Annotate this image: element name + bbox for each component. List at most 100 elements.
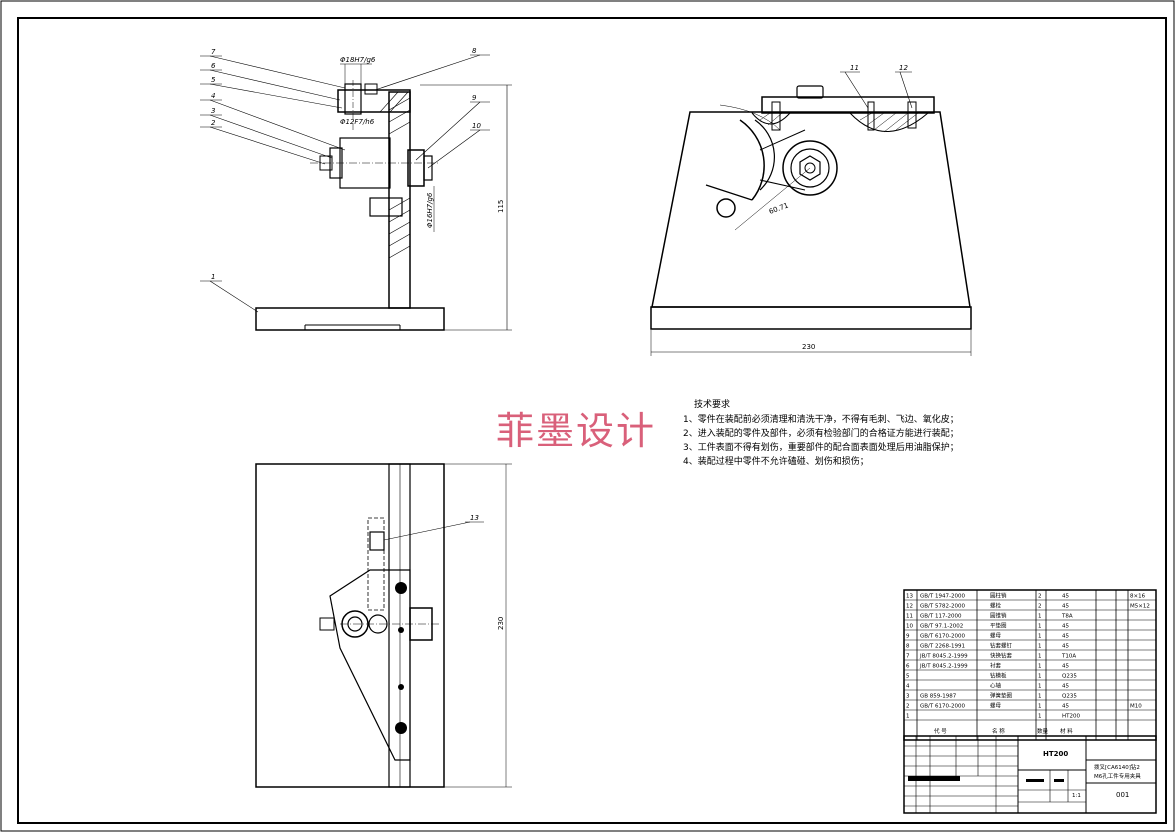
balloon-1: 1 — [211, 273, 215, 281]
bom-cell-mat: Q235 — [1062, 674, 1077, 680]
bom-cell-mat: 45 — [1062, 664, 1069, 670]
bom-cell-qty: 1 — [1038, 664, 1042, 670]
bom-cell-no: 2 — [906, 704, 910, 710]
balloon-12: 12 — [899, 64, 908, 72]
balloon-2: 2 — [211, 119, 216, 127]
top-height-dim: 230 — [497, 617, 505, 630]
bom-cell-qty: 2 — [1038, 604, 1042, 610]
bom-cell-mat: 45 — [1062, 684, 1069, 690]
bom-cell-qty: 2 — [1038, 594, 1042, 600]
bom-cell-no: 8 — [906, 644, 910, 650]
bom-cell-qty: 1 — [1038, 694, 1042, 700]
bom-cell-qty: 1 — [1038, 654, 1042, 660]
bom-cell-code: GB 859-1987 — [920, 694, 957, 700]
balloon-5: 5 — [211, 76, 216, 84]
bom-cell-mat: 45 — [1062, 634, 1069, 640]
balloon-6: 6 — [211, 62, 216, 70]
bom-cell-name: 圆柱销 — [990, 592, 1007, 600]
bom-cell-name: 螺母 — [990, 702, 1002, 710]
sheet-inner-border — [17, 17, 1167, 824]
bom-cell-code: JB/T 8045.2-1999 — [919, 664, 968, 670]
watermark-text: 菲墨设计 — [496, 409, 657, 453]
bom-cell-code: GB/T 2268-1991 — [920, 644, 965, 650]
bom-cell-mat: T10A — [1061, 654, 1076, 660]
bom-cell-code: GB/T 6170-2000 — [920, 634, 965, 640]
bom-cell-mat: 45 — [1062, 624, 1069, 630]
bom-cell-code: GB/T 97.1-2002 — [920, 624, 963, 630]
balloon-7: 7 — [211, 48, 216, 56]
title-drawing-no: 001 — [1116, 791, 1129, 799]
bom-cell-mat: Q235 — [1062, 694, 1077, 700]
fit-top-label: Φ18H7/g6 — [340, 56, 376, 64]
bom-header-mat: 材 料 — [1060, 727, 1073, 735]
side-width-dim: 230 — [802, 343, 815, 351]
bom-cell-no: 7 — [906, 654, 910, 660]
bom-cell-name: 心轴 — [990, 682, 1002, 690]
bom-cell-no: 11 — [906, 614, 913, 620]
bom-cell-no: 13 — [906, 594, 913, 600]
bom-cell-name: 平垫圈 — [990, 622, 1007, 630]
bom-cell-qty: 1 — [1038, 714, 1042, 720]
bom-cell-mat: 45 — [1062, 604, 1069, 610]
front-view: 115 Φ18H7/g6 Φ12F7/h6 Φ16H7/g6 — [200, 47, 512, 331]
bom-cell-no: 6 — [906, 664, 910, 670]
title-ratio: 1:1 — [1072, 793, 1081, 799]
bom-cell-qty: 1 — [1038, 614, 1042, 620]
bom-cell-name: 螺母 — [990, 632, 1002, 640]
bom-cell-qty: 1 — [1038, 674, 1042, 680]
bom-cell-name: 钻套螺钉 — [990, 642, 1013, 650]
bom-cell-mat: T8A — [1061, 614, 1073, 620]
bom-cell-code: GB/T 6170-2000 — [920, 704, 965, 710]
title-design-name-1: 拨叉[CA6140]钻2 — [1094, 763, 1140, 771]
bom-cell-no: 3 — [906, 694, 910, 700]
bom-cell-no: 1 — [906, 714, 910, 720]
fit-side-label: Φ16H7/g6 — [426, 192, 434, 228]
bom-cell-qty: 1 — [1038, 634, 1042, 640]
bom-cell-code: GB/T 1947-2000 — [920, 594, 965, 600]
bom-cell-note: 8×16 — [1130, 594, 1146, 600]
bom-cell-qty: 1 — [1038, 684, 1042, 690]
bom-cell-code: GB/T 117-2000 — [920, 614, 962, 620]
bom-cell-name: 快换钻套 — [990, 652, 1013, 660]
balloon-4: 4 — [211, 92, 215, 100]
tech-req-item-2: 2、进入装配的零件及部件，必须有检验部门的合格证方能进行装配； — [683, 427, 959, 439]
bom-cell-name: 衬套 — [990, 662, 1002, 670]
tech-req-item-4: 4、装配过程中零件不允许磕碰、划伤和损伤； — [683, 455, 869, 467]
bom-cell-name: 钻模板 — [990, 672, 1007, 680]
title-block: HT200 拨叉[CA6140]钻2 M6孔工件专用夹具 1:1 001 — [903, 735, 1157, 814]
fit-mid-label: Φ12F7/h6 — [340, 118, 375, 126]
bom-cell-mat: 45 — [1062, 644, 1069, 650]
balloon-9: 9 — [472, 94, 477, 102]
bom-cell-mat: 45 — [1062, 594, 1069, 600]
title-design-name-2: M6孔工件专用夹具 — [1094, 772, 1141, 780]
top-view: 230 13 — [255, 463, 512, 788]
balloon-3: 3 — [211, 107, 215, 115]
side-view: 60.71 230 11 12 — [650, 64, 972, 356]
bom-cell-qty: 1 — [1038, 644, 1042, 650]
bom-header-code: 代 号 — [934, 727, 947, 735]
bom-cell-no: 9 — [906, 634, 910, 640]
balloon-13: 13 — [470, 514, 479, 522]
bom-cell-note: M10 — [1130, 704, 1142, 710]
balloon-8: 8 — [472, 47, 477, 55]
bom-cell-name: 圆锥销 — [990, 612, 1007, 620]
bom-cell-code: GB/T 5782-2000 — [920, 604, 965, 610]
bom-cell-qty: 1 — [1038, 624, 1042, 630]
bom-cell-mat: 45 — [1062, 704, 1069, 710]
tech-req-item-3: 3、工件表面不得有划伤，重要部件的配合面表面处理后用油脂保护； — [683, 441, 959, 453]
tech-req-item-1: 1、零件在装配前必须清理和清洗干净，不得有毛刺、飞边、氧化皮； — [683, 413, 959, 425]
bom-cell-no: 5 — [906, 674, 910, 680]
technical-requirements: 技术要求 1、零件在装配前必须清理和清洗干净，不得有毛刺、飞边、氧化皮； 2、进… — [683, 398, 959, 467]
angle-dim: 60.71 — [768, 202, 790, 216]
bom-cell-name: 螺栓 — [990, 602, 1002, 610]
bom-cell-note: M5×12 — [1130, 604, 1150, 610]
bom-header-qty: 数量 — [1037, 727, 1049, 735]
title-material: HT200 — [1043, 750, 1068, 758]
bom-cell-no: 10 — [906, 624, 913, 630]
bom-cell-code: JB/T 8045.2-1999 — [919, 654, 968, 660]
balloon-10: 10 — [472, 122, 481, 130]
bom-cell-mat: HT200 — [1062, 714, 1080, 720]
